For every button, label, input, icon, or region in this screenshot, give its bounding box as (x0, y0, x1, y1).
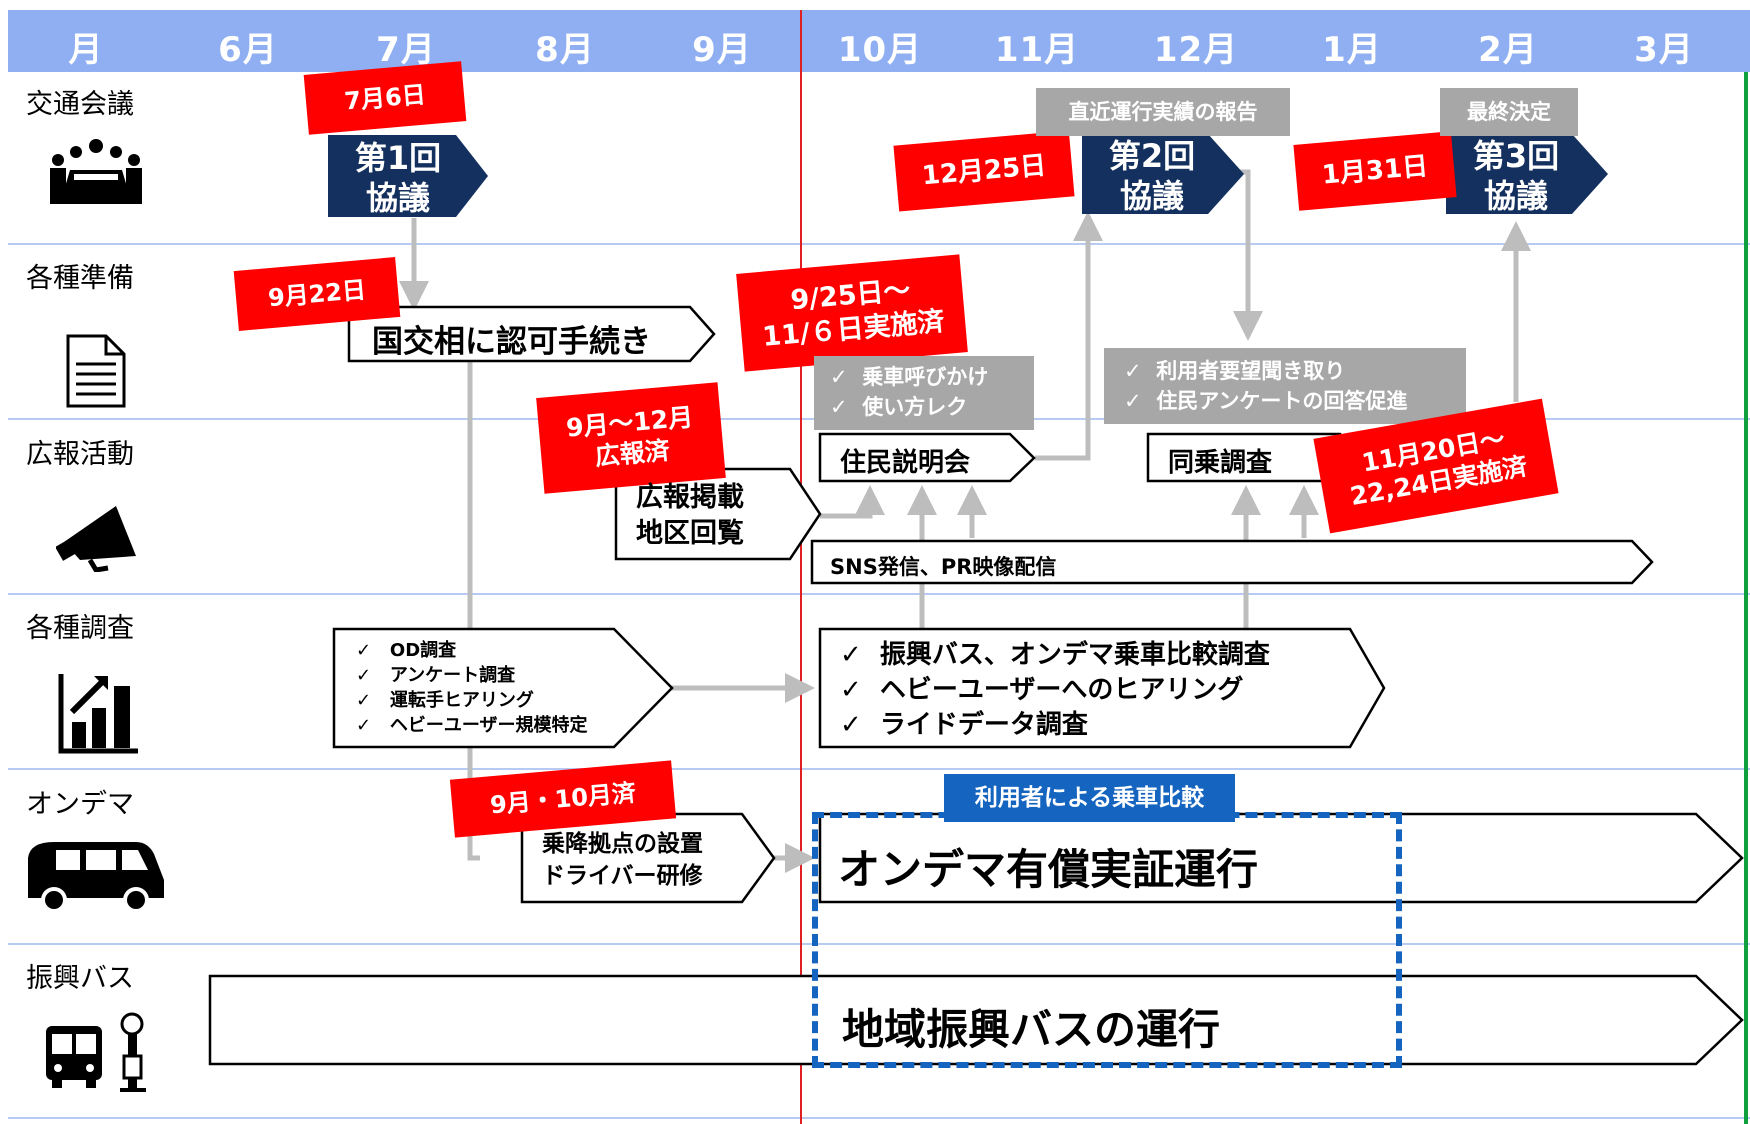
briefing-label: 住民説明会 (840, 448, 971, 478)
first-survey-item: ✓ アンケート調査 (356, 665, 516, 686)
row-divider (8, 243, 1750, 245)
pr-period-tag: 9/25日～ 11/６日実施済 (736, 254, 968, 372)
pr-item: ✓ 使い方レク (830, 395, 968, 419)
meeting-3-date: 1月31日 (1293, 131, 1457, 211)
meeting-3-note: 最終決定 (1440, 88, 1578, 136)
first-survey-item: ✓ OD調査 (356, 640, 457, 661)
arrow-box (208, 974, 1744, 1066)
second-survey-list: ✓ 振興バス、オンデマ乗車比較調査 ✓ ヘビーユーザーへのヒアリング ✓ ライド… (840, 638, 1270, 743)
second-survey-item: ✓ ライドデータ調査 (840, 710, 1088, 740)
row-label-prep: 各種準備 (26, 263, 134, 294)
meeting-2-note: 直近運行実績の報告 (1036, 88, 1290, 136)
row-divider (8, 943, 1750, 945)
row-divider (8, 593, 1750, 595)
survey-items-box: ✓ 利用者要望聞き取り ✓ 住民アンケートの回答促進 (1104, 348, 1466, 424)
row-divider (8, 1117, 1750, 1119)
arrow-box (614, 467, 822, 561)
meeting-1-title: 第1回 協議 (354, 139, 442, 217)
ride-survey-label: 同乗調査 (1168, 448, 1273, 478)
month-label: 月 (68, 30, 104, 70)
sns-label: SNS発信、PR映像配信 (830, 555, 1057, 579)
month-label: 8月 (535, 30, 595, 70)
meeting-3-title: 第3回 協議 (1472, 137, 1560, 215)
permit-label: 国交相に認可手続き (372, 324, 651, 360)
arrow-box (818, 432, 1036, 483)
megaphone-icon (56, 506, 136, 572)
first-survey-item: ✓ ヘビーユーザー規模特定 (356, 715, 588, 736)
month-label: 10月 (837, 30, 923, 70)
arrow-box (332, 627, 674, 749)
month-label: 3月 (1634, 30, 1694, 70)
current-date-line (800, 10, 802, 1124)
row-label-meeting: 交通会議 (26, 89, 134, 120)
month-label: 11月 (994, 30, 1080, 70)
document-icon (66, 334, 126, 408)
second-survey-item: ✓ ヘビーユーザーへのヒアリング (840, 675, 1244, 705)
first-survey-item: ✓ 運転手ヒアリング (356, 690, 534, 711)
month-label: 12月 (1153, 30, 1239, 70)
month-label: 9月 (692, 30, 752, 70)
first-survey-list: ✓ OD調査 ✓ アンケート調査 ✓ 運転手ヒアリング ✓ ヘビーユーザー規模特… (356, 638, 588, 738)
row-label-survey: 各種調査 (26, 613, 134, 644)
comparison-period-box (812, 812, 1402, 1068)
survey-item: ✓ 利用者要望聞き取り (1124, 359, 1346, 383)
pr-items-box: ✓ 乗車呼びかけ ✓ 使い方レク (814, 356, 1034, 430)
bus-stop-icon (46, 1012, 146, 1092)
van-icon (28, 842, 164, 913)
connector (467, 360, 480, 861)
connector (1035, 211, 1103, 461)
connector (820, 485, 885, 519)
row-label-pr: 広報活動 (26, 439, 134, 470)
month-label: 2月 (1478, 30, 1538, 70)
setup-label: 乗降拠点の設置 ドライバー研修 (542, 831, 703, 889)
month-header (8, 10, 1750, 72)
arrow-box (818, 812, 1744, 904)
row-label-ondema: オンデマ (26, 789, 134, 820)
ondema-main-label: オンデマ有償実証運行 (838, 845, 1259, 894)
arrow-box (818, 627, 1386, 749)
month-label: 1月 (1322, 30, 1382, 70)
arrow-box (810, 539, 1654, 585)
pr-status-tag: 9月～12月 広報済 (536, 382, 726, 494)
meeting-pentagon (328, 135, 488, 217)
arrow-box (520, 812, 776, 904)
arrow-box (347, 305, 716, 363)
month-label: 6月 (218, 30, 278, 70)
meeting-icon (50, 139, 142, 204)
chart-icon (58, 674, 138, 754)
posting-label: 広報掲載 地区回覧 (636, 482, 744, 549)
meeting-2-title: 第2回 協議 (1108, 137, 1196, 215)
connector (1233, 169, 1263, 341)
pr-item: ✓ 乗車呼びかけ (830, 365, 989, 389)
second-survey-item: ✓ 振興バス、オンデマ乗車比較調査 (840, 640, 1270, 670)
row-divider (8, 768, 1750, 770)
meeting-pentagon (1446, 134, 1608, 214)
meeting-pentagon (1082, 134, 1244, 214)
row-label-bus: 振興バス (26, 963, 134, 994)
bus-main-label: 地域振興バスの運行 (842, 1005, 1221, 1054)
survey-item: ✓ 住民アンケートの回答促進 (1124, 389, 1408, 413)
right-edge-line (1744, 72, 1748, 1124)
